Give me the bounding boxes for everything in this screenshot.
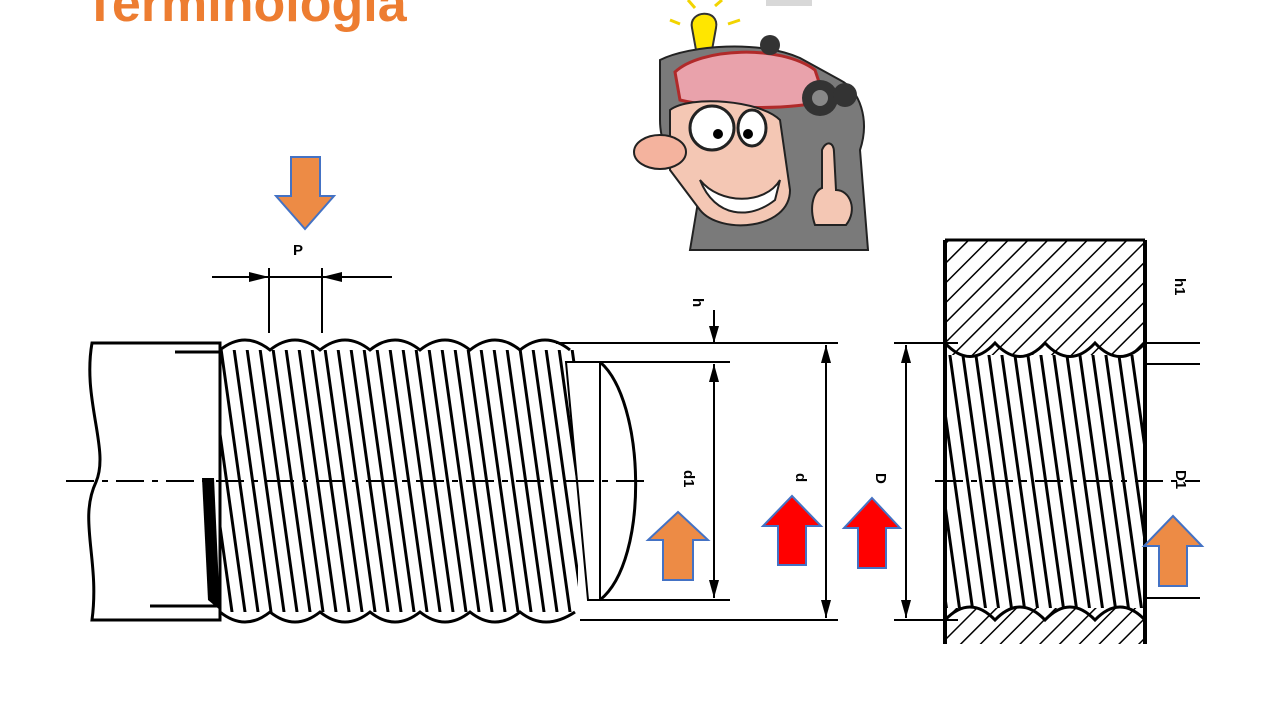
- thread-depth-dimension: h: [689, 298, 719, 343]
- pitch-label: P: [293, 242, 303, 259]
- pitch-orange-arrow: [273, 156, 337, 231]
- major-diameter-red-arrow: [760, 494, 824, 566]
- minor-diameter-orange-arrow: [645, 510, 711, 581]
- nut-major-diameter-red-arrow: [841, 496, 903, 569]
- nut-thread-depth-label: h1: [1171, 278, 1188, 296]
- nut-minor-diameter-label: D1: [1172, 470, 1189, 489]
- nut-minor-diameter-orange-arrow: [1141, 514, 1205, 587]
- thread-depth-label: h: [689, 298, 706, 307]
- minor-diameter-dimension: d1: [680, 364, 719, 598]
- major-diameter-label: d: [792, 473, 809, 482]
- slide-title: Terminologia: [84, 0, 407, 33]
- pitch-dimension: P: [212, 242, 392, 333]
- nut-major-diameter-label: D: [872, 473, 889, 484]
- bolt-drawing: [66, 338, 838, 624]
- major-diameter-dimension: d: [792, 345, 831, 618]
- nut-drawing: h1 D1: [935, 238, 1200, 644]
- minor-diameter-label: d1: [680, 470, 697, 488]
- inventor-illustration: [633, 0, 870, 251]
